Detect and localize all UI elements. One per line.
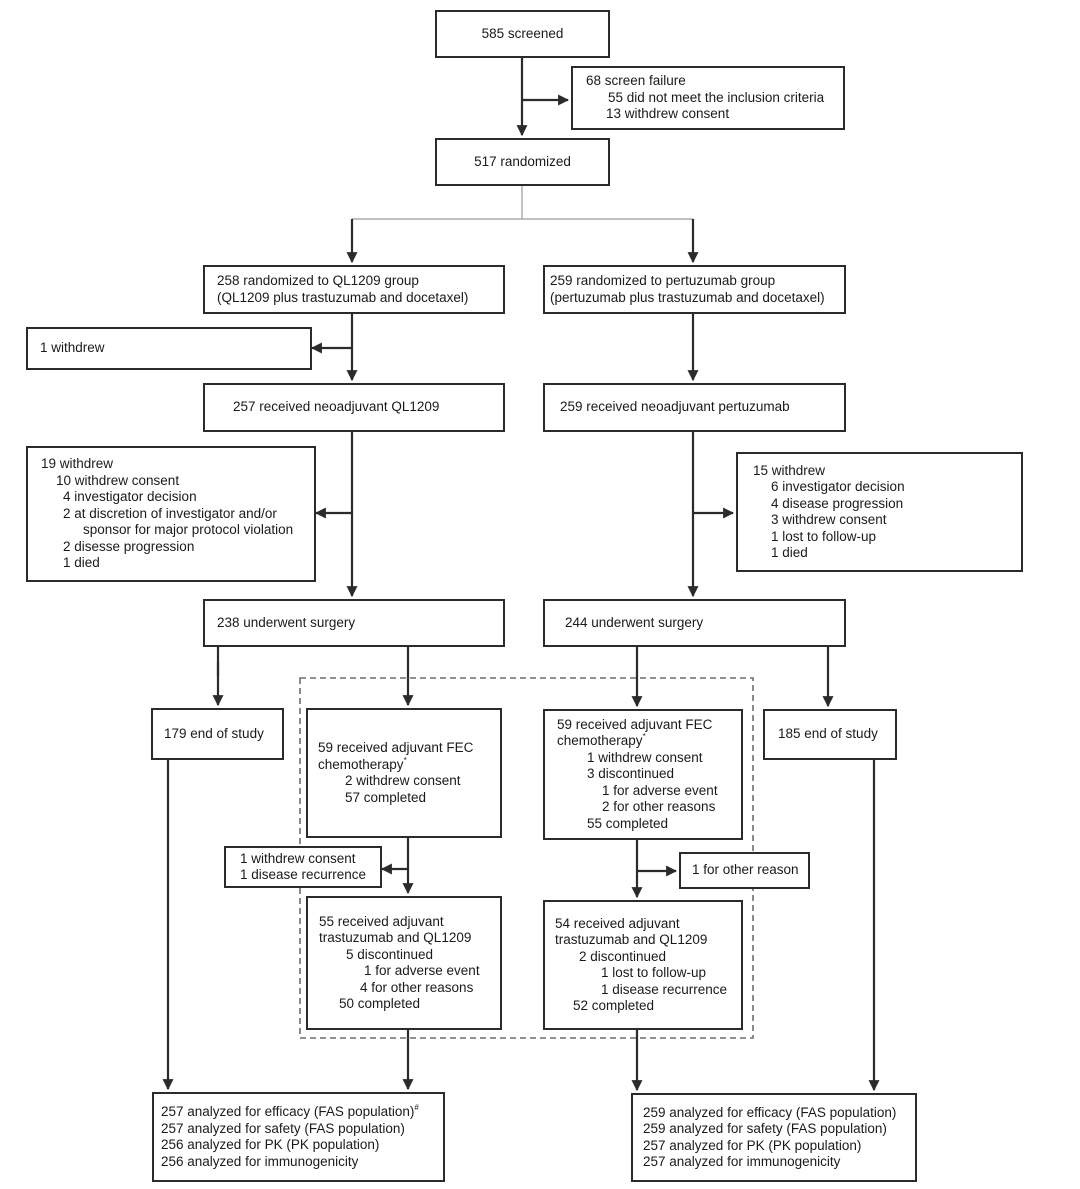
pz-adjuvant-line: 1 lost to follow-up: [601, 965, 707, 980]
ql-fec-line: 59 received adjuvant FEC: [318, 740, 474, 755]
pz-end-of-study-box: 185 end of study: [763, 709, 897, 760]
pz-fec-line: 59 received adjuvant FEC: [557, 716, 713, 732]
pz-adjuvant-line: 2 discontinued: [579, 948, 667, 964]
ql-fec-chemo: chemotherapy: [318, 756, 404, 772]
ql-adjuvant-line: 55 received adjuvant: [319, 913, 444, 929]
ql-fec-box: 59 received adjuvant FEC chemotherapy* 2…: [306, 708, 502, 838]
ql-surgery-label: 238 underwent surgery: [217, 614, 356, 630]
ql-surgery-box: 238 underwent surgery: [203, 599, 505, 647]
pz-fec-footnote-mark: *: [642, 732, 646, 742]
screen-failure-title: 68 screen failure: [586, 73, 686, 89]
pz-adjuvant-line: 1 disease recurrence: [601, 981, 728, 997]
pz-adjuvant-line: trastuzumab and QL1209: [555, 932, 708, 947]
screen-failure-line: 55 did not meet the inclusion criteria: [608, 89, 825, 105]
pz-adjuvant-line: 54 received adjuvant: [555, 915, 680, 931]
pz-received-box: 259 received neoadjuvant pertuzumab: [543, 383, 846, 432]
pz-fec-chemo: chemotherapy: [557, 733, 643, 749]
ql-fec-footnote-mark: *: [403, 755, 407, 765]
pz-randomized-box: 259 randomized to pertuzumab group (pert…: [543, 265, 846, 314]
pz-fec-line: chemotherapy*: [557, 733, 741, 750]
pz-fec-sub: 1 for adverse event: [602, 782, 718, 798]
pz-end-of-study-label: 185 end of study: [778, 726, 878, 742]
pz-withdrew-title: 15 withdrew: [753, 462, 826, 478]
ql-randomized-line: 258 randomized to QL1209 group: [217, 273, 419, 288]
ql-fec-line: chemotherapy*: [318, 755, 500, 774]
ql-randomized-box: 258 randomized to QL1209 group (QL1209 p…: [203, 265, 505, 314]
screened-box: 585 screened: [435, 10, 610, 58]
pz-analysis-line: 257 analyzed for PK (PK population): [643, 1137, 862, 1153]
pz-between-box: 1 for other reason: [679, 852, 810, 889]
ql-between-line: 1 disease recurrence: [240, 867, 367, 882]
ql-withdrew-early-box: 1 withdrew: [26, 327, 312, 370]
pz-analysis-box: 259 analyzed for efficacy (FAS populatio…: [631, 1093, 917, 1182]
pz-withdrew-reason: 1 died: [771, 545, 808, 560]
ql-analysis-efficacy: 257 analyzed for efficacy (FAS populatio…: [161, 1104, 415, 1119]
pz-withdrew-reason: 4 disease progression: [771, 495, 904, 511]
pz-withdrew-reason: 3 withdrew consent: [771, 512, 887, 527]
ql-analysis-box: 257 analyzed for efficacy (FAS populatio…: [152, 1092, 445, 1182]
ql-withdrew-reason: 2 at discretion of investigator and/or: [63, 505, 277, 521]
ql-adjuvant-line: 50 completed: [339, 996, 421, 1011]
pz-surgery-label: 244 underwent surgery: [565, 614, 704, 630]
ql-adjuvant-line: trastuzumab and QL1209: [319, 930, 472, 945]
ql-analysis-line: 257 analyzed for safety (FAS population): [161, 1120, 405, 1136]
pz-adjuvant-box: 54 received adjuvant trastuzumab and QL1…: [543, 900, 743, 1030]
pz-between-label: 1 for other reason: [692, 862, 799, 878]
randomized-label: 517 randomized: [474, 153, 571, 169]
pz-randomized-line: 259 randomized to pertuzumab group: [550, 273, 776, 288]
ql-adjuvant-line: 4 for other reasons: [360, 979, 474, 995]
pz-fec-box: 59 received adjuvant FEC chemotherapy* 1…: [543, 709, 743, 840]
ql-analysis-line: 257 analyzed for efficacy (FAS populatio…: [161, 1104, 443, 1121]
ql-between-line: 1 withdrew consent: [240, 850, 356, 866]
pz-analysis-line: 257 analyzed for immunogenicity: [643, 1154, 841, 1169]
pz-fec-sub: 55 completed: [587, 815, 669, 831]
ql-withdrew-reason: sponsor for major protocol violation: [83, 522, 294, 538]
ql-analysis-line: 256 analyzed for immunogenicity: [161, 1153, 359, 1169]
ql-received-box: 257 received neoadjuvant QL1209: [203, 383, 505, 432]
ql-fec-sub: 57 completed: [345, 789, 427, 805]
ql-fec-sub: 2 withdrew consent: [345, 773, 461, 788]
randomized-box: 517 randomized: [435, 138, 610, 186]
ql-withdrew-early-label: 1 withdrew: [40, 340, 105, 356]
ql-adjuvant-box: 55 received adjuvant trastuzumab and QL1…: [306, 896, 502, 1030]
ql-adjuvant-line: 1 for adverse event: [364, 963, 480, 978]
ql-withdrew-reason: 1 died: [63, 555, 100, 571]
pz-analysis-line: 259 analyzed for safety (FAS population): [643, 1121, 887, 1136]
pz-randomized-line: (pertuzumab plus trastuzumab and docetax…: [550, 289, 825, 305]
pz-fec-sub: 2 for other reasons: [602, 799, 716, 815]
pz-received-label: 259 received neoadjuvant pertuzumab: [560, 399, 790, 415]
ql-withdrew-reason: 10 withdrew consent: [56, 472, 180, 488]
pz-adjuvant-line: 52 completed: [573, 998, 655, 1013]
pz-surgery-box: 244 underwent surgery: [543, 599, 846, 647]
pz-withdrew-box: 15 withdrew 6 investigator decision 4 di…: [736, 452, 1023, 572]
ql-randomized-line: (QL1209 plus trastuzumab and docetaxel): [217, 289, 469, 305]
ql-end-of-study-box: 179 end of study: [151, 708, 284, 760]
pz-withdrew-reason: 1 lost to follow-up: [771, 528, 877, 544]
screen-failure-box: 68 screen failure 55 did not meet the in…: [571, 66, 845, 130]
ql-analysis-footnote-mark: #: [414, 1103, 419, 1112]
pz-analysis-line: 259 analyzed for efficacy (FAS populatio…: [643, 1104, 897, 1120]
ql-withdrew-reason: 2 disesse progression: [63, 538, 195, 554]
ql-between-box: 1 withdrew consent 1 disease recurrence: [224, 846, 382, 888]
ql-withdrew-reason: 4 investigator decision: [63, 489, 197, 505]
ql-received-label: 257 received neoadjuvant QL1209: [233, 399, 440, 415]
pz-fec-sub: 1 withdrew consent: [587, 749, 703, 765]
pz-fec-sub: 3 discontinued: [587, 766, 675, 782]
ql-analysis-line: 256 analyzed for PK (PK population): [161, 1137, 380, 1152]
pz-withdrew-reason: 6 investigator decision: [771, 479, 905, 494]
screen-failure-line: 13 withdrew consent: [606, 106, 730, 122]
ql-end-of-study-label: 179 end of study: [164, 725, 264, 741]
ql-withdrew-box: 19 withdrew 10 withdrew consent 4 invest…: [26, 446, 316, 582]
screened-label: 585 screened: [481, 25, 564, 41]
ql-withdrew-title: 19 withdrew: [41, 456, 114, 472]
ql-adjuvant-line: 5 discontinued: [346, 946, 434, 962]
